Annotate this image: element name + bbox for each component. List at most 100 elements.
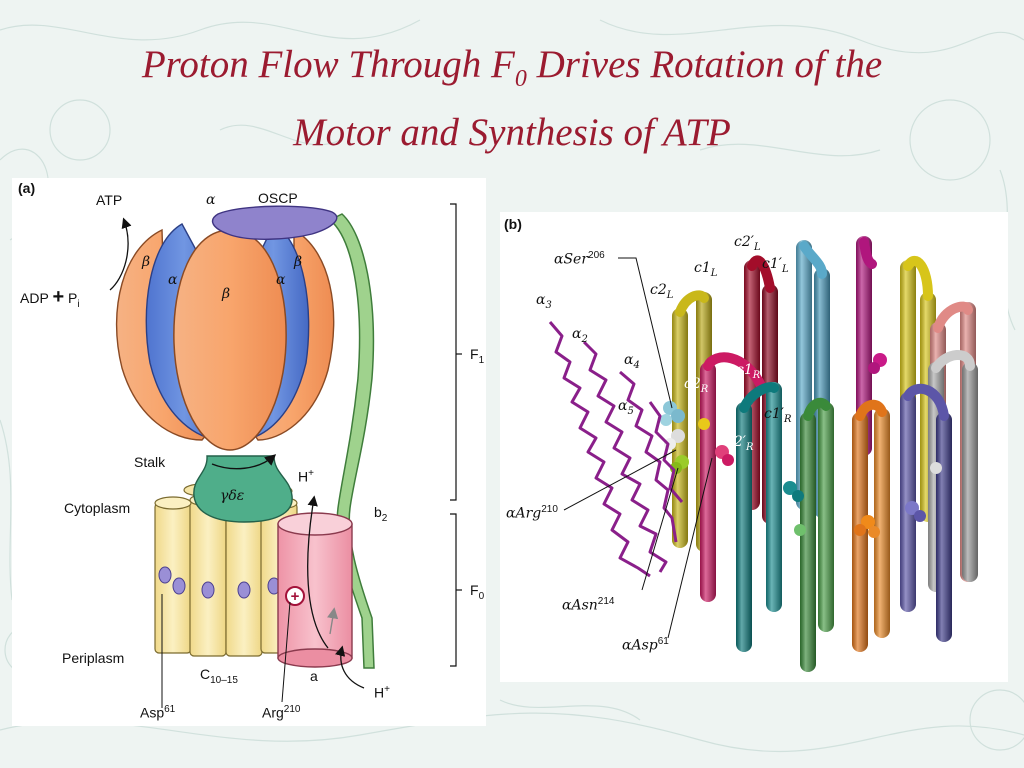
c1pr-text: c1′ (764, 406, 784, 422)
periplasm-label: Periplasm (62, 650, 125, 666)
gde-label: γδε (220, 488, 245, 504)
hplus-top-text: H (298, 468, 309, 485)
a-subunit: + (277, 512, 353, 668)
slide-title: Proton Flow Through F0 Drives Rotation o… (40, 38, 984, 160)
aarg210-label: αArg210 (506, 504, 558, 522)
b2-stator (328, 213, 375, 669)
aasp61-label: αAsp61 (622, 636, 669, 654)
c1r-label: c1R (736, 362, 760, 381)
hplus-bottom-sup: + (384, 684, 390, 695)
beta-subunit-center (173, 229, 287, 451)
c1l-text: c1 (694, 260, 711, 276)
a3-label: α3 (536, 292, 552, 311)
c2pl-label: c2′L (734, 234, 761, 253)
f0-subscript: 0 (478, 590, 485, 602)
plus-text: + (52, 286, 65, 308)
stalk-gamma-delta-epsilon (193, 455, 293, 523)
a3-sub: 3 (545, 299, 552, 311)
proton-path-arrow (307, 495, 329, 649)
c1r-text: c1 (736, 362, 753, 378)
adp-label: ADP + Pi (20, 286, 80, 310)
c1l-sub: L (710, 267, 718, 279)
panel-a-label: (a) (18, 180, 36, 196)
oscp-subunit (211, 205, 338, 240)
c2pl-sub: L (753, 241, 761, 253)
beta-label-right: β (294, 254, 303, 270)
hplus-bottom-label: H+ (374, 684, 390, 701)
alpha-label-top: α (206, 192, 216, 208)
oscp-label: OSCP (258, 190, 298, 206)
a5-sub: 5 (627, 405, 634, 417)
a5-text: α (618, 398, 628, 414)
asp61-sites (158, 566, 281, 599)
a-subunit-backbone (548, 321, 684, 578)
atp-arrow (109, 217, 132, 291)
c2pr-label: c2′R (726, 434, 753, 453)
a2-label: α2 (572, 326, 588, 345)
arg-sup: 210 (283, 704, 301, 715)
c2pr-text: c2′ (726, 434, 746, 450)
c-ring-subscript: 10–15 (210, 674, 238, 686)
c1pr-label: c1′R (764, 406, 791, 425)
hplus-bottom-text: H (374, 684, 385, 701)
aser206-text: αSer (554, 251, 589, 268)
label-pointers (563, 257, 713, 639)
a3-text: α (536, 292, 546, 308)
hplus-top-label: H+ (298, 468, 314, 485)
c2l-text: c2 (650, 282, 667, 298)
helix-loops (675, 237, 975, 421)
panel-b-label: (b) (504, 216, 522, 232)
asp61-label: Asp61 (140, 704, 175, 721)
c1pl-sub: L (781, 263, 789, 275)
f1-text: F (470, 346, 479, 362)
panel-b-c-ring-structure: (b) αSer206 α3 α2 α4 α5 c2L c1L c2′L c1′… (500, 212, 1008, 682)
side-chain-atoms (660, 353, 942, 538)
aasp61-sup: 61 (657, 636, 669, 647)
aser206-label: αSer206 (554, 250, 605, 268)
svg-text:+: + (291, 588, 300, 605)
c1r-sub: R (752, 369, 761, 381)
pi-text: P (68, 290, 78, 306)
c-ring-label: C10–15 (200, 666, 238, 686)
b2-text: b (374, 504, 382, 520)
aser206-sup: 206 (588, 250, 605, 261)
arg-text: Arg (262, 704, 284, 721)
beta-label-center: β (222, 286, 231, 302)
c-ring-text: C (200, 666, 211, 682)
asp-sup: 61 (164, 704, 176, 715)
alpha-label-left: α (168, 272, 178, 288)
proton-entry-arrow (327, 607, 339, 635)
c2r-label: c2R (684, 376, 708, 395)
aasp61-text: αAsp (622, 637, 658, 654)
c2pr-sub: R (745, 441, 754, 453)
atp-label: ATP (96, 192, 123, 208)
f0-bracket (450, 513, 457, 667)
c1l-label: c1L (694, 260, 717, 279)
f1-subscript: 1 (478, 354, 485, 366)
cytoplasm-label: Cytoplasm (64, 500, 131, 516)
aarg210-text: αArg (506, 505, 542, 522)
title-line2: Motor and Synthesis of ATP (293, 110, 731, 154)
f1-bracket (450, 203, 457, 501)
a2-text: α (572, 326, 582, 342)
a5-label: α5 (618, 398, 634, 417)
c2r-sub: R (700, 383, 709, 395)
f0-text: F (470, 582, 479, 598)
title-subscript: 0 (514, 65, 527, 92)
aasn214-label: αAsn214 (562, 596, 614, 614)
aasn214-text: αAsn (562, 597, 598, 614)
arg210-label: Arg210 (262, 704, 300, 721)
stalk-label: Stalk (134, 454, 166, 470)
title-part2: Drives Rotation of the (526, 43, 883, 86)
c1pl-label: c1′L (762, 256, 789, 275)
a4-text: α (624, 352, 634, 368)
a-subunit-label: a (310, 668, 318, 684)
f1-label: F1 (470, 346, 484, 366)
b2-subscript: 2 (381, 512, 388, 524)
proton-entry-curve (335, 645, 365, 689)
hplus-top-sup: + (308, 468, 314, 479)
c2pl-text: c2′ (734, 234, 754, 250)
c2r-text: c2 (684, 376, 701, 392)
pi-subscript: i (77, 298, 80, 310)
atp-synthase-drawing: + (109, 203, 462, 708)
